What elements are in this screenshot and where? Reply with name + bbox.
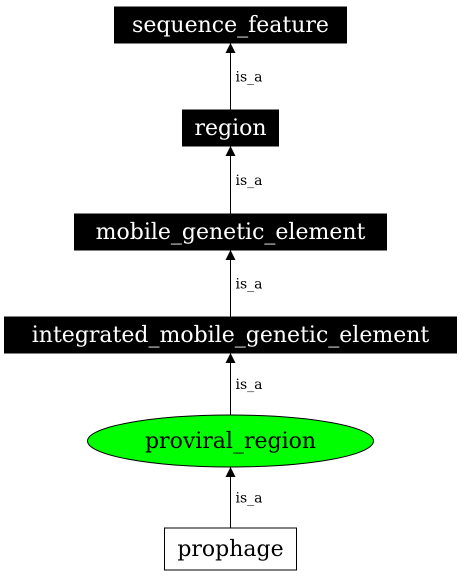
node-label: proviral_region (145, 429, 316, 454)
node-label: prophage (177, 537, 283, 562)
node-proviral_region[interactable]: proviral_region (87, 414, 374, 468)
edge-label: is_a (236, 491, 263, 507)
node-box (4, 316, 457, 354)
node-box (164, 527, 297, 571)
node-box (74, 213, 387, 251)
node-sequence_feature[interactable]: sequence_feature (114, 6, 347, 44)
node-box (114, 6, 347, 44)
edge-label: is_a (236, 377, 263, 393)
node-box (182, 109, 279, 147)
edge-label: is_a (236, 173, 263, 189)
node-mobile_genetic_element[interactable]: mobile_genetic_element (74, 213, 387, 251)
node-label: mobile_genetic_element (96, 220, 366, 245)
node-label: integrated_mobile_genetic_element (32, 323, 430, 348)
edge-prophage-to-proviral_region: is_a (225, 467, 263, 528)
edge-region-to-sequence_feature: is_a (225, 43, 263, 110)
edge-proviral_region-to-integrated_mobile_genetic_element: is_a (225, 353, 263, 415)
node-ellipse (87, 414, 374, 468)
node-label: region (194, 116, 266, 141)
edge-label: is_a (236, 70, 263, 86)
node-prophage[interactable]: prophage (164, 527, 297, 571)
edge-mobile_genetic_element-to-region: is_a (225, 146, 263, 214)
node-region[interactable]: region (182, 109, 279, 147)
node-integrated_mobile_genetic_element[interactable]: integrated_mobile_genetic_element (4, 316, 457, 354)
edge-integrated_mobile_genetic_element-to-mobile_genetic_element: is_a (225, 250, 263, 317)
node-label: sequence_feature (132, 13, 329, 38)
edge-label: is_a (236, 277, 263, 293)
edges-layer: is_a is_a is_a is_a is_a (225, 43, 263, 528)
